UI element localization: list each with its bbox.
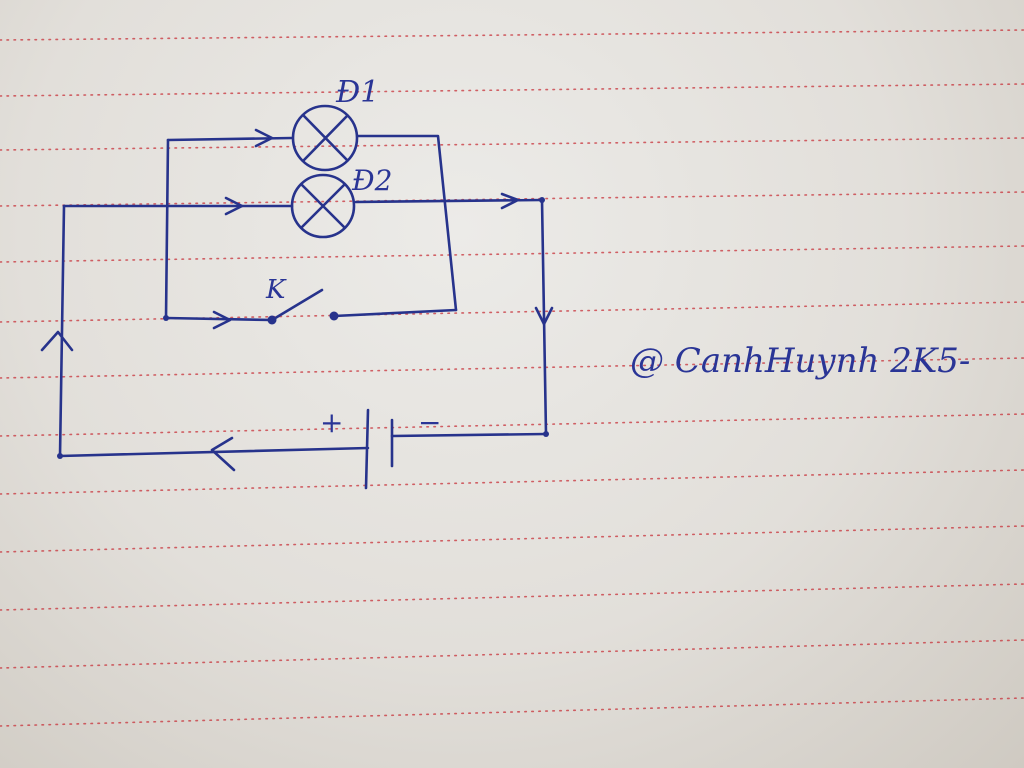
wire-lamp1-left [166,136,294,142]
wire-outer-right [540,198,548,436]
arrow-icon [500,192,520,210]
battery-plus-label: + [320,406,343,439]
battery [364,408,394,490]
arrow-icon [254,128,274,148]
current-arrows [40,128,554,472]
battery-minus-label: − [418,406,441,439]
arrow-icon [534,306,554,326]
lamp-2 [290,173,356,239]
watermark-signature: @ CanhHuynh 2K5- [630,341,970,381]
wire-switch-left [164,316,274,322]
lamp1-label: Đ1 [335,75,379,110]
battery-long-plate-icon [364,408,370,490]
wire-inner-left [164,138,170,320]
lamp-icon [291,104,359,172]
arrow-icon [224,196,244,216]
wire-battery-right [390,432,548,438]
lamp-icon [290,173,356,239]
wire-switch-right [332,308,458,318]
wire-lamp1-right [356,134,458,312]
switch-label: K [265,275,287,305]
junction-dots [57,197,549,459]
lamp2-label: Đ2 [351,164,392,197]
wire-lamp2-right [354,198,544,204]
arrow-icon [40,330,74,352]
arrow-icon [210,436,236,472]
arrow-icon [212,310,232,330]
switch-blade-icon [270,288,324,322]
lamp-1 [291,104,359,172]
wire-outer-left [58,204,66,458]
switch-k [267,288,339,325]
